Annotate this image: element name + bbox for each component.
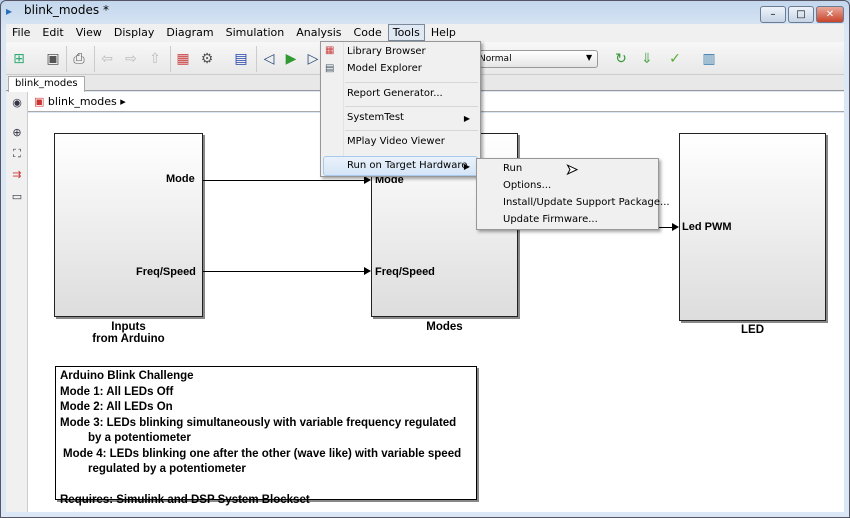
library-icon[interactable]: ▦ [176, 51, 190, 67]
forward-icon[interactable]: ⇨ [125, 51, 137, 67]
back-icon[interactable]: ⇦ [101, 51, 113, 67]
zoom-icon[interactable]: ⊕ [12, 126, 22, 139]
left-palette [6, 92, 28, 512]
menu-diagram[interactable]: Diagram [166, 26, 214, 39]
tools-menu: ▦ Library Browser ▤ Model Explorer Repor… [320, 41, 481, 177]
annotation-icon[interactable]: ▭ [11, 190, 23, 203]
menu-tools[interactable]: Tools [387, 24, 425, 41]
maximize-button[interactable]: □ [788, 6, 814, 23]
settings-gear-icon[interactable]: ⚙ [200, 51, 214, 67]
minimize-button[interactable]: – [760, 6, 786, 23]
menu-display[interactable]: Display [113, 26, 155, 39]
new-model-icon[interactable]: ⊞ [13, 51, 25, 67]
menu-item-library-browser[interactable]: Library Browser [347, 46, 426, 57]
hide-browser-icon[interactable]: ◉ [12, 96, 22, 109]
note-line [60, 478, 472, 493]
submenu-arrow-icon: ▶ [463, 162, 470, 171]
mouse-cursor-icon: ➤ [566, 162, 579, 179]
inputs-port-mode: Mode [166, 173, 195, 185]
model-explorer-icon[interactable]: ▤ [234, 51, 248, 67]
check-icon[interactable]: ✓ [669, 51, 681, 67]
modes-port-freq: Freq/Speed [375, 266, 435, 278]
library-browser-icon: ▦ [325, 45, 335, 56]
tab-blink-modes[interactable]: blink_modes [8, 76, 85, 92]
window-title: blink_modes * [24, 3, 109, 17]
fit-view-icon[interactable]: ⛶ [13, 147, 21, 160]
simulink-icon: ▸ [6, 4, 13, 18]
led-block-name: LED [741, 324, 764, 336]
inputs-port-freq: Freq/Speed [136, 266, 196, 278]
breadcrumb-item[interactable]: blink_modes [47, 95, 117, 108]
arrow-icon [672, 223, 679, 231]
note-line: Arduino Blink Challenge [60, 370, 194, 382]
note-line: Mode 3: LEDs blinking simultaneously wit… [60, 416, 457, 429]
note-line: Mode 4: LEDs blinking one after the othe… [63, 447, 462, 460]
menu-analysis[interactable]: Analysis [296, 26, 342, 39]
note-line: Requires: Simulink and DSP System Blocks… [60, 493, 310, 506]
note-line: Mode 2: All LEDs On [60, 401, 173, 413]
note-line: regulated by a potentiometer [88, 463, 246, 475]
modes-port-mode: Mode [375, 174, 404, 186]
menu-view[interactable]: View [75, 26, 102, 39]
note-line: Mode 1: All LEDs Off [60, 385, 174, 398]
simulation-mode-select[interactable]: Normal [474, 50, 598, 68]
print-icon[interactable]: ⎙ [73, 51, 85, 67]
menu-item-install-support-package[interactable]: Install/Update Support Package... [503, 197, 670, 208]
model-icon: ▣ [34, 95, 45, 108]
breadcrumb-arrow-icon[interactable]: ▸ [120, 95, 126, 108]
save-icon[interactable]: ▣ [46, 51, 60, 67]
menu-item-label: Run on Target Hardware [347, 160, 468, 171]
deploy-icon[interactable]: ⇓ [641, 51, 653, 67]
annotation-note[interactable]: Arduino Blink Challenge Mode 1: All LEDs… [55, 366, 477, 506]
menu-code[interactable]: Code [353, 26, 382, 39]
step-forward-icon[interactable]: ▷ [307, 51, 319, 67]
signal-icon[interactable]: ⇉ [12, 168, 22, 181]
led-block[interactable] [679, 133, 826, 321]
led-port-pwm: Led PWM [682, 221, 732, 233]
close-button[interactable]: ✕ [816, 6, 844, 23]
run-icon[interactable]: ▶ [285, 51, 297, 67]
model-explorer-icon: ▤ [325, 63, 335, 74]
menu-item-run[interactable]: Run [503, 163, 523, 174]
menubar: File Edit View Display Diagram Simulation Anal… [6, 24, 844, 42]
arrow-icon [364, 267, 371, 275]
arrow-icon [364, 176, 371, 184]
note-line: by a potentiometer [88, 432, 191, 444]
signal-line-mode[interactable] [203, 180, 365, 181]
menu-item-options[interactable]: Options... [503, 180, 552, 191]
chevron-down-icon[interactable]: ▼ [586, 53, 593, 62]
up-icon[interactable]: ⇧ [149, 51, 161, 67]
refresh-icon[interactable]: ↻ [615, 51, 627, 67]
menu-item-report-generator[interactable]: Report Generator... [347, 88, 443, 99]
menu-item-model-explorer[interactable]: Model Explorer [347, 63, 422, 74]
modes-block-name: Modes [426, 321, 463, 333]
menu-simulation[interactable]: Simulation [225, 26, 285, 39]
step-back-icon[interactable]: ◁ [263, 51, 275, 67]
menu-file[interactable]: File [12, 26, 31, 39]
signal-line-freq[interactable] [203, 271, 365, 272]
run-on-target-submenu: Run Options... Install/Update Support Pa… [476, 158, 670, 230]
inputs-block[interactable] [54, 133, 203, 317]
build-icon[interactable]: ▥ [702, 51, 716, 67]
submenu-arrow-icon: ▶ [463, 114, 470, 123]
menu-edit[interactable]: Edit [42, 26, 64, 39]
menu-item-systemtest[interactable]: SystemTest [347, 112, 404, 123]
menu-item-update-firmware[interactable]: Update Firmware... [503, 214, 598, 225]
menu-help[interactable]: Help [430, 26, 456, 39]
menu-item-mplay[interactable]: MPlay Video Viewer [347, 136, 445, 147]
